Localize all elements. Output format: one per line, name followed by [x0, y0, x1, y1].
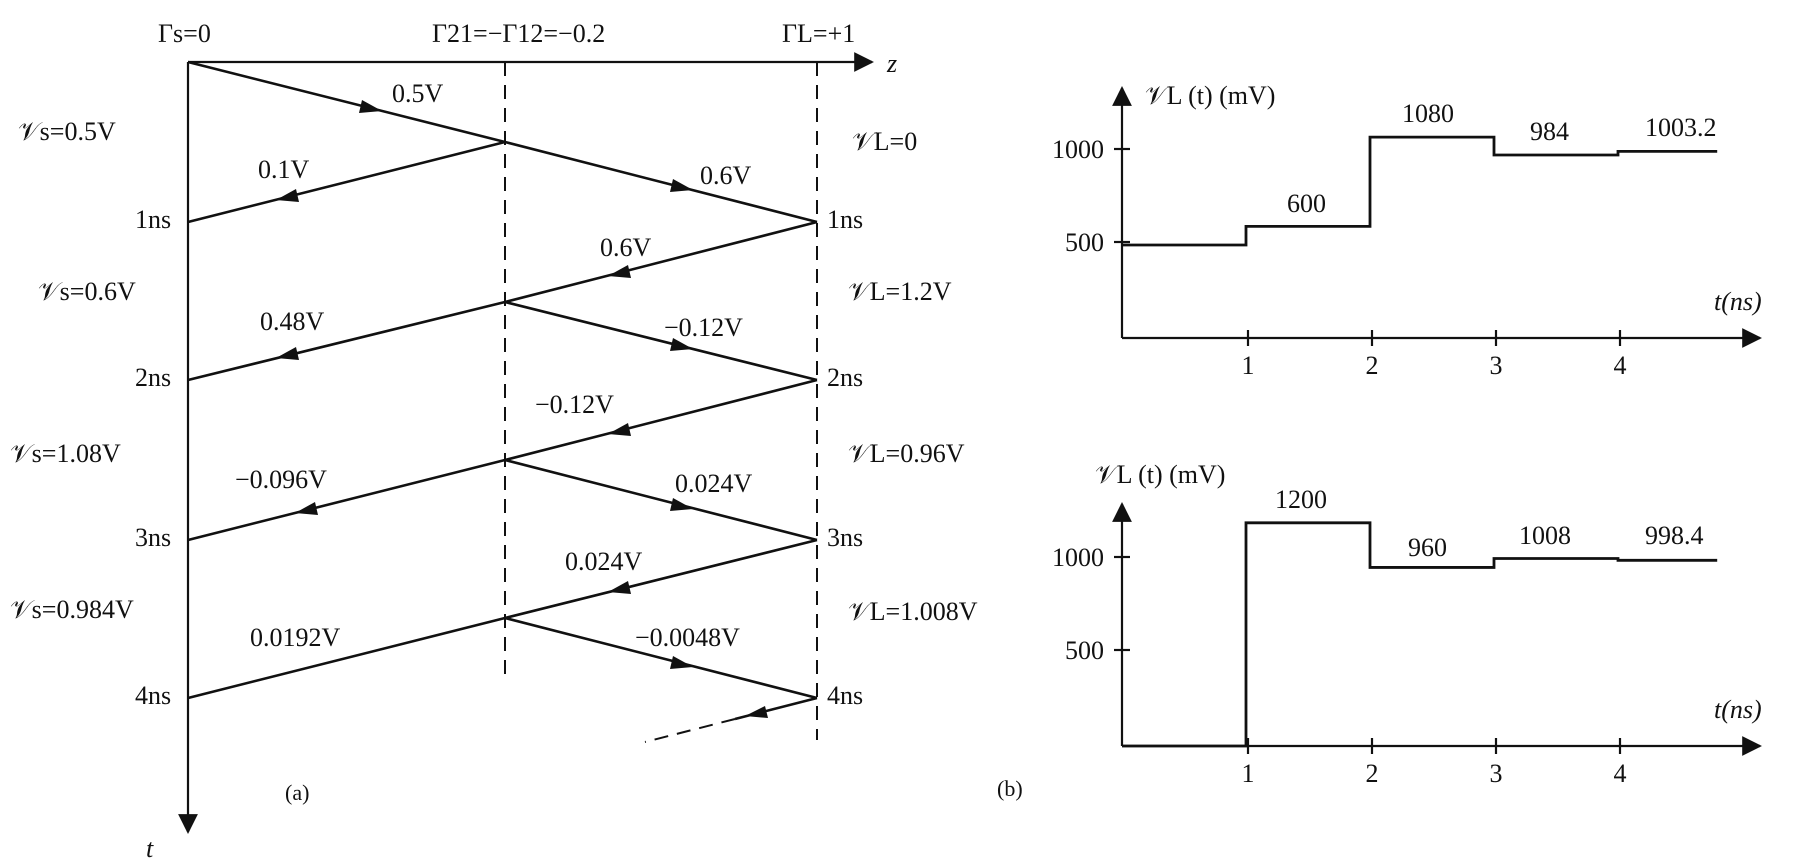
source-voltage-label: 𝒱s=0.5V — [18, 117, 116, 146]
load-voltage-label: 𝒱L=1.2V — [848, 277, 952, 306]
wave-segment — [504, 220, 818, 304]
arrowhead — [608, 265, 631, 278]
arrowhead — [608, 423, 631, 436]
value-label: 998.4 — [1645, 521, 1704, 550]
wave-segment — [504, 140, 818, 224]
y-axis-label: 𝒱L (t) (mV) — [1095, 460, 1225, 489]
x-axis-label: t(ns) — [1714, 695, 1762, 724]
gamma-load-label: ΓL=+1 — [782, 19, 855, 48]
load-time-label: 2ns — [827, 363, 863, 392]
load-voltage-step-trace — [1122, 521, 1718, 748]
arrowhead — [670, 498, 693, 511]
z-axis-label: z — [886, 49, 897, 78]
arrowhead — [359, 100, 382, 113]
wave-segment — [187, 616, 506, 700]
arrowhead — [608, 581, 631, 594]
wave-segment — [187, 140, 506, 224]
x-tick-label: 1 — [1242, 759, 1255, 788]
wave-amplitude-label: −0.096V — [235, 465, 327, 494]
wave-amplitude-label: 0.1V — [258, 155, 310, 184]
source-voltage-label: 𝒱s=0.984V — [10, 595, 134, 624]
wave-segment-continuation — [644, 718, 736, 743]
wave-amplitude-label: 0.6V — [600, 233, 652, 262]
load-time-label: 3ns — [827, 523, 863, 552]
wave-segments — [187, 60, 818, 743]
wave-amplitude-label: 0.48V — [260, 307, 325, 336]
x-tick-label: 4 — [1614, 351, 1627, 380]
source-time-label: 3ns — [135, 523, 171, 552]
load-voltage-chart-1: 𝒱L (t) (mV) t(ns) 1000 500 1 2 3 4 600 1… — [1052, 81, 1762, 380]
wave-segment — [187, 60, 506, 144]
source-time-label: 4ns — [135, 681, 171, 710]
wave-amplitude-label: 0.024V — [675, 469, 753, 498]
y-tick-label: 1000 — [1052, 135, 1104, 164]
x-tick-label: 1 — [1242, 351, 1255, 380]
x-axis-label: t(ns) — [1714, 287, 1762, 316]
x-tick-label: 3 — [1490, 351, 1503, 380]
arrowhead — [670, 656, 693, 669]
arrowhead — [670, 338, 693, 351]
source-time-label: 2ns — [135, 363, 171, 392]
value-label: 960 — [1408, 533, 1447, 562]
gamma-source-label: Γs=0 — [158, 19, 211, 48]
x-tick-label: 2 — [1366, 351, 1379, 380]
arrowhead — [276, 347, 299, 360]
x-tick-label: 3 — [1490, 759, 1503, 788]
wave-segment — [504, 300, 818, 382]
value-label: 1080 — [1402, 99, 1454, 128]
wave-direction-arrows — [276, 100, 768, 718]
load-voltage-step-trace — [1122, 135, 1718, 247]
y-axis-label: 𝒱L (t) (mV) — [1145, 81, 1275, 110]
value-label: 600 — [1287, 189, 1326, 218]
arrowhead — [276, 189, 299, 202]
y-tick-label: 1000 — [1052, 543, 1104, 572]
load-time-label: 1ns — [827, 205, 863, 234]
wave-amplitude-label: −0.12V — [535, 390, 614, 419]
arrowhead — [295, 502, 318, 515]
load-voltage-label: 𝒱L=1.008V — [848, 597, 978, 626]
wave-amplitude-label: 0.6V — [700, 161, 752, 190]
value-label: 1008 — [1519, 521, 1571, 550]
panel-b-caption: (b) — [997, 776, 1023, 801]
gamma-junction-label: Γ21=−Γ12=−0.2 — [432, 19, 605, 48]
wave-amplitude-label: 0.5V — [392, 79, 444, 108]
wave-segment — [187, 458, 506, 542]
wave-segment — [187, 300, 506, 382]
panel-a-caption: (a) — [285, 780, 309, 805]
wave-segment — [504, 378, 818, 462]
source-time-label: 1ns — [135, 205, 171, 234]
load-voltage-chart-2: 𝒱L (t) (mV) t(ns) 1000 500 1 2 3 4 1200 … — [1052, 460, 1762, 788]
load-voltage-label: 𝒱L=0.96V — [848, 439, 965, 468]
y-tick-label: 500 — [1065, 228, 1104, 257]
wave-amplitude-label: −0.12V — [664, 313, 743, 342]
x-tick-label: 2 — [1366, 759, 1379, 788]
t-axis-label: t — [146, 834, 154, 863]
value-label: 1200 — [1275, 485, 1327, 514]
value-label: 1003.2 — [1645, 113, 1717, 142]
source-voltage-label: 𝒱s=1.08V — [10, 439, 121, 468]
wave-amplitude-label: 0.0192V — [250, 623, 341, 652]
x-tick-label: 4 — [1614, 759, 1627, 788]
load-voltage-label: 𝒱L=0 — [852, 127, 917, 156]
arrowhead — [670, 179, 693, 192]
panel-a-bounce-diagram: Γs=0 Γ21=−Γ12=−0.2 ΓL=+1 z t (a) — [10, 19, 978, 863]
wave-amplitude-label: 0.024V — [565, 547, 643, 576]
value-label: 984 — [1530, 117, 1569, 146]
arrowhead — [745, 706, 768, 718]
source-voltage-label: 𝒱s=0.6V — [38, 277, 136, 306]
y-tick-label: 500 — [1065, 636, 1104, 665]
wave-amplitude-label: −0.0048V — [635, 623, 740, 652]
load-time-label: 4ns — [827, 681, 863, 710]
wave-segment — [504, 616, 818, 700]
wave-segment — [504, 538, 818, 620]
wave-segment — [504, 458, 818, 542]
